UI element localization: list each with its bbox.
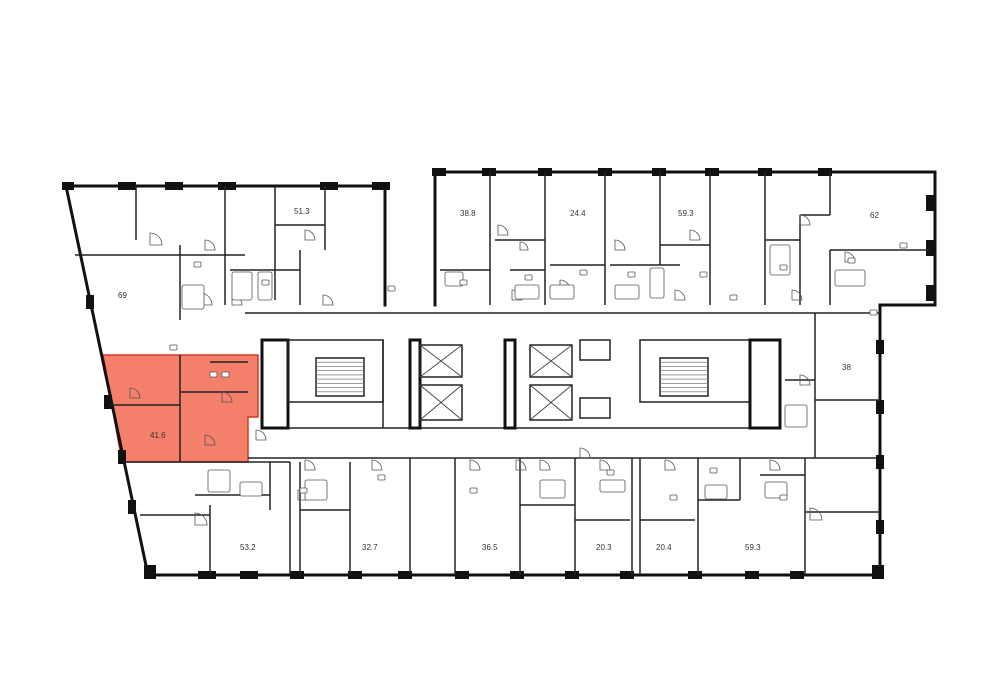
door-swing — [129, 387, 141, 399]
area-label-20-4[interactable]: 20.4 — [656, 543, 672, 552]
door-swing — [664, 459, 676, 471]
door-swing — [809, 507, 823, 521]
sink — [377, 474, 386, 481]
door-swings — [129, 214, 856, 526]
stair-treads — [316, 361, 708, 393]
sink — [261, 279, 270, 286]
door-swing — [371, 459, 383, 471]
door-swing — [674, 289, 686, 301]
sink — [669, 494, 678, 501]
sink — [524, 274, 533, 281]
area-label-41-6[interactable]: 41.6 — [150, 431, 166, 440]
door-swing — [322, 294, 334, 306]
area-label-59-3-top[interactable]: 59.3 — [678, 209, 694, 218]
area-label-24-4[interactable]: 24.4 — [570, 209, 586, 218]
bathtub — [614, 284, 640, 300]
bathtub — [549, 284, 575, 300]
area-label-53-2[interactable]: 53.2 — [240, 543, 256, 552]
bathtub — [764, 481, 788, 499]
sink — [847, 257, 856, 264]
door-swing — [221, 391, 233, 403]
door-swing — [204, 434, 216, 446]
door-swing — [539, 459, 551, 471]
area-label-38-8[interactable]: 38.8 — [460, 209, 476, 218]
bathtub — [257, 271, 273, 301]
bathtub — [784, 404, 808, 428]
sink — [899, 242, 908, 249]
area-label-51-3[interactable]: 51.3 — [294, 207, 310, 216]
sink — [869, 309, 878, 316]
bathtub — [649, 267, 665, 299]
bathroom-fixtures — [169, 242, 908, 501]
area-label-69[interactable]: 69 — [118, 291, 127, 300]
door-swing — [579, 447, 591, 459]
door-swing — [791, 289, 803, 301]
sink — [779, 264, 788, 271]
sink — [169, 344, 178, 351]
bathtub — [231, 271, 253, 301]
sink — [606, 469, 615, 476]
sink — [699, 271, 708, 278]
area-label-20-3[interactable]: 20.3 — [596, 543, 612, 552]
area-label-59-3-bottom[interactable]: 59.3 — [745, 543, 761, 552]
sink — [193, 261, 202, 268]
bathtub — [239, 481, 263, 497]
sink — [729, 294, 738, 301]
top-row-partitions — [75, 172, 930, 320]
bathtub — [769, 244, 791, 276]
door-swing — [204, 239, 216, 251]
area-label-36-5[interactable]: 36.5 — [482, 543, 498, 552]
sink — [709, 467, 718, 474]
sink — [209, 371, 218, 378]
area-labels: 69 51.3 38.8 24.4 59.3 62 38 41.6 53.2 3… — [118, 207, 879, 552]
door-swing — [519, 241, 529, 251]
bathtub — [834, 269, 866, 287]
bathtub — [514, 284, 540, 300]
area-label-32-7[interactable]: 32.7 — [362, 543, 378, 552]
door-swing — [149, 232, 163, 246]
sink — [299, 487, 308, 494]
door-swing — [469, 459, 481, 471]
area-label-38[interactable]: 38 — [842, 363, 851, 372]
door-swing — [769, 459, 781, 471]
bathtub — [539, 479, 566, 499]
bathtub — [444, 271, 464, 287]
bathtub — [599, 479, 626, 493]
door-swing — [799, 374, 811, 386]
bathtub — [207, 469, 231, 493]
sink — [459, 279, 468, 286]
sink — [387, 285, 396, 292]
door-swing — [614, 239, 626, 251]
door-swing — [497, 224, 509, 236]
door-swing — [304, 459, 316, 471]
bathtub — [704, 484, 728, 500]
sink — [469, 487, 478, 494]
door-swing — [515, 459, 527, 471]
bathtub — [181, 284, 205, 310]
door-swing — [799, 214, 811, 226]
door-swing — [255, 429, 267, 441]
sink — [627, 271, 636, 278]
area-label-62[interactable]: 62 — [870, 211, 879, 220]
bathtub — [304, 479, 328, 501]
sink — [579, 269, 588, 276]
door-swing — [599, 459, 611, 471]
door-swing — [194, 512, 208, 526]
bottom-row-partitions — [110, 313, 880, 575]
sink — [779, 494, 788, 501]
building-core — [260, 338, 782, 430]
door-swing — [689, 229, 701, 241]
sink — [221, 371, 230, 378]
door-swing — [304, 229, 316, 241]
